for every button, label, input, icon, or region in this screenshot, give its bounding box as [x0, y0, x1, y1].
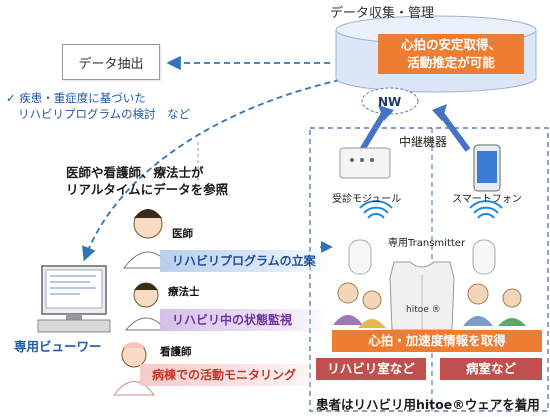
role-therapist: 療法士	[168, 286, 200, 298]
transmitter-label: 専用Transmitter	[388, 238, 466, 249]
viewer-monitor-icon	[37, 265, 111, 333]
consideration-line: ✓ 疾患・重症度に基づいた	[6, 91, 146, 105]
relay-label: 中継機器	[399, 135, 448, 149]
database-callout: 心拍の安定取得、 活動推定が可能	[378, 34, 524, 74]
viewer-arrow	[82, 79, 341, 262]
data-extract-box: データ抽出	[62, 44, 160, 80]
patient-icon	[333, 282, 386, 328]
room-rehab: リハビリ室など	[316, 358, 426, 380]
uplink-arrows	[359, 104, 471, 152]
staff-heading-line: 医師や看護師、療法士が	[66, 165, 204, 180]
room-ward: 病室など	[440, 358, 542, 380]
acquire-banner: 心拍・加速度情報を取得	[332, 330, 542, 352]
banner-nurse: 病棟での活動モニタリング	[140, 364, 330, 386]
data-extract-label: データ抽出	[78, 57, 144, 72]
therapist-icon	[124, 282, 168, 331]
consideration-note: ✓ 疾患・重症度に基づいた リハビリプログラムの検討 など	[6, 90, 190, 122]
receiver-module-label: 受診モジュール	[332, 194, 402, 205]
role-doctor: 医師	[172, 228, 193, 240]
callout-line: 心拍の安定取得、	[400, 37, 501, 52]
banner-therapist: リハビリ中の状態監視	[160, 309, 330, 331]
role-nurse: 看護師	[160, 346, 192, 358]
staff-heading-line: リアルタイムにデータを参照	[66, 182, 229, 197]
wifi-icon	[469, 200, 503, 219]
patient-icon	[463, 283, 526, 326]
database-title: データ収集・管理	[330, 6, 435, 21]
vest-logo: hitoe ®	[406, 305, 441, 315]
network-label: NW	[378, 95, 402, 109]
callout-line: 活動推定が可能	[407, 55, 495, 70]
consideration-line: リハビリプログラムの検討 など	[18, 107, 191, 121]
vest-icon	[389, 261, 455, 331]
transmitter-icon	[348, 239, 496, 275]
viewer-label: 専用ビューワー	[14, 339, 102, 354]
receiver-module-icon	[339, 147, 391, 179]
smartphone-label: スマートフォン	[452, 194, 522, 205]
smartphone-icon	[473, 144, 501, 192]
banner-doctor: リハビリプログラムの立案	[160, 250, 330, 272]
wifi-icon	[359, 200, 393, 219]
patient-note: 患者はリハビリ用hitoe®ウェアを着用	[316, 397, 540, 412]
staff-heading: 医師や看護師、療法士が リアルタイムにデータを参照	[66, 164, 228, 198]
network-ellipse	[361, 87, 419, 115]
